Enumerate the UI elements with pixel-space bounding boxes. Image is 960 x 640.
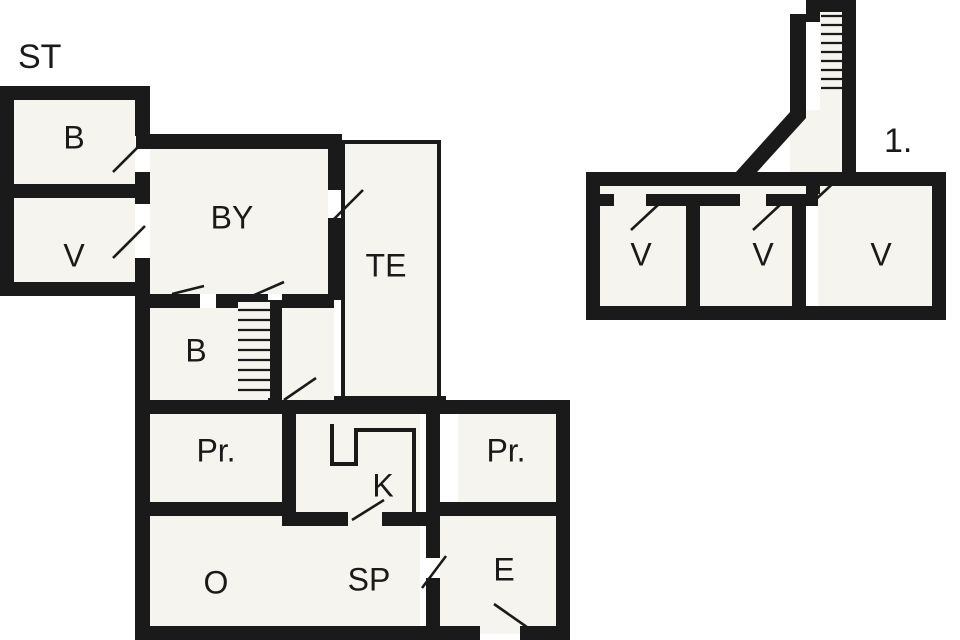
room-label-k: K — [372, 467, 393, 503]
wall-bottom-exterior-a — [135, 626, 480, 640]
wall-ff-right — [932, 172, 946, 320]
door-swing-k — [351, 498, 385, 522]
wall-k-bottom-a — [282, 512, 348, 526]
wall-top-left-block — [0, 86, 150, 100]
ground-floor-thin-walls — [330, 140, 441, 516]
first-floor-plan: 1. V V V — [586, 0, 946, 320]
wall-k-right — [426, 400, 440, 526]
ground-floor-room-labels: B V BY TE B Pr. Pr. K O SP E — [63, 119, 525, 600]
wall-ff-left — [586, 172, 600, 320]
room-fill-pr-right — [458, 414, 570, 502]
door-swing-te — [330, 189, 364, 223]
ground-floor-caption: ST — [18, 38, 61, 76]
first-floor-doors — [630, 175, 842, 231]
wall-ff-v3-left-stub — [806, 172, 820, 194]
room-label-e: E — [493, 551, 514, 587]
wall-by-top — [136, 134, 342, 149]
thin-wall-k-counter-mid — [354, 428, 358, 466]
room-label-b-top: B — [63, 119, 84, 155]
wall-right-left-block-c — [135, 258, 150, 296]
wall-ff-diagonal — [736, 14, 806, 182]
wall-te-bottom — [334, 396, 446, 414]
first-floor-caption: 1. — [884, 122, 912, 160]
wall-k-left — [282, 400, 296, 526]
room-label-v2: V — [752, 236, 774, 272]
room-fill-stair-shaft — [820, 10, 842, 118]
door-swing-b-top — [112, 139, 146, 173]
room-label-v1: V — [630, 236, 652, 272]
staircase-upper-steps — [821, 14, 842, 90]
room-label-b-mid: B — [185, 332, 206, 368]
room-fill-hall — [282, 308, 334, 400]
ground-floor-doors — [112, 139, 535, 634]
room-label-o: O — [204, 564, 229, 600]
wall-ff-divider-v2-v3 — [792, 194, 806, 320]
wall-b-mid-bottom — [135, 400, 335, 414]
wall-bottom-left-block — [0, 282, 150, 296]
wall-sp-e-upper — [426, 526, 440, 558]
thin-wall-k-counter-right — [412, 428, 416, 516]
staircase-upper — [821, 14, 842, 90]
thin-wall-k-counter-bottom — [330, 462, 358, 466]
door-swing-v2 — [752, 203, 782, 231]
door-swing-e-exterior — [493, 602, 535, 634]
wall-pr-right-bottom — [440, 502, 570, 516]
wall-stair-bay-right — [268, 300, 282, 402]
thin-wall-k-counter-left — [330, 424, 334, 466]
wall-right-exterior-lower — [556, 400, 570, 640]
door-swing-sp-e — [420, 555, 448, 589]
first-floor-walls — [586, 0, 946, 320]
thin-wall-te-left — [341, 140, 345, 400]
wall-right-left-block-a — [135, 86, 150, 136]
door-swing-hall — [283, 376, 317, 402]
room-label-pr-left: Pr. — [196, 432, 235, 468]
room-label-te: TE — [366, 247, 407, 283]
wall-ff-bottom — [586, 306, 946, 320]
room-fill-v1 — [600, 186, 686, 312]
first-floor-room-labels: V V V — [630, 236, 892, 272]
room-fill-o-sp — [150, 516, 420, 634]
ground-floor-plan: ST B V BY TE B Pr. Pr. K O SP E — [0, 38, 570, 640]
wall-ff-divider-v1-v2 — [686, 194, 700, 320]
room-fill-v3 — [818, 186, 946, 312]
staircase-ground-steps — [238, 308, 270, 392]
wall-left-exterior-lower — [135, 294, 150, 640]
room-label-v-left: V — [63, 237, 85, 273]
thin-wall-te-right — [437, 140, 441, 400]
wall-by-right-lower — [328, 218, 342, 300]
room-fill-e — [440, 516, 570, 634]
wall-by-bottom-c — [282, 294, 334, 308]
staircase-ground — [238, 302, 270, 398]
room-label-by: BY — [211, 199, 254, 235]
wall-divider-b-v — [0, 184, 150, 198]
wall-pr-left-bottom — [135, 502, 285, 516]
wall-ff-top — [586, 172, 946, 186]
door-swing-v-left — [112, 225, 146, 259]
door-swing-by-a — [171, 284, 205, 296]
wall-ff-shaft-cap — [806, 0, 856, 12]
wall-sp-e-lower — [426, 578, 440, 640]
room-fill-te — [344, 142, 440, 400]
door-swing-v3 — [812, 175, 842, 203]
thin-wall-te-top — [341, 140, 441, 144]
room-fill-v-left — [14, 198, 135, 294]
wall-ff-corridor-a — [586, 194, 614, 206]
door-swing-v1 — [630, 203, 660, 231]
room-label-sp: SP — [348, 561, 391, 597]
wall-by-bottom-a — [135, 294, 200, 308]
room-fill-by — [150, 148, 328, 294]
room-fill-pr-left — [150, 414, 282, 502]
wall-lower-right-top — [440, 400, 570, 414]
door-swing-by-b — [251, 280, 285, 298]
wall-by-right-upper — [328, 134, 342, 190]
ground-floor-walls — [0, 86, 570, 640]
ground-floor-room-fills — [14, 92, 570, 634]
wall-k-bottom-b — [382, 512, 440, 526]
thin-wall-k-counter-top — [354, 428, 416, 432]
wall-ff-shaft-right — [842, 0, 856, 176]
room-label-v3: V — [870, 236, 892, 272]
room-label-pr-right: Pr. — [486, 432, 525, 468]
